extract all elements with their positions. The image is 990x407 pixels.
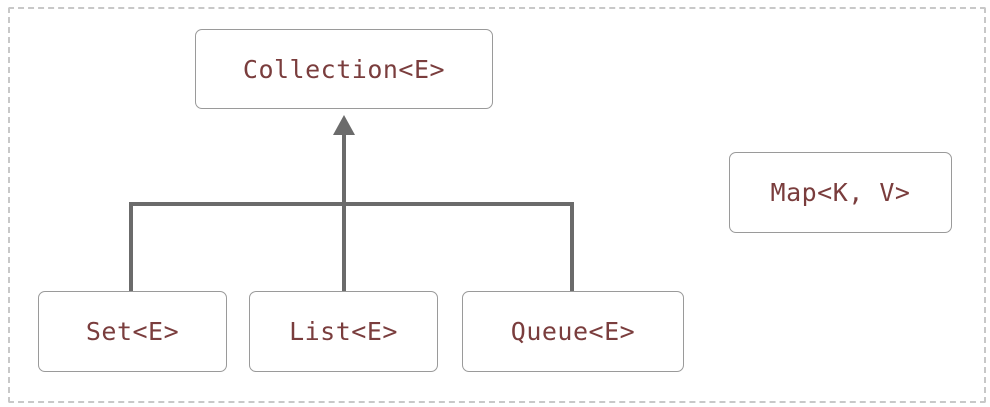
set-node: Set<E> xyxy=(38,291,227,372)
collection-node: Collection<E> xyxy=(195,29,493,109)
list-node: List<E> xyxy=(249,291,438,372)
inheritance-arrowhead xyxy=(333,115,355,135)
diagram-frame xyxy=(8,7,986,403)
map-node: Map<K, V> xyxy=(729,152,952,233)
queue-label: Queue<E> xyxy=(510,317,636,346)
queue-node: Queue<E> xyxy=(462,291,684,372)
list-label: List<E> xyxy=(289,317,398,346)
connector-set xyxy=(129,202,344,291)
connector-queue xyxy=(344,202,574,291)
collection-label: Collection<E> xyxy=(242,54,446,84)
map-label: Map<K, V> xyxy=(770,178,911,207)
set-label: Set<E> xyxy=(85,317,180,346)
